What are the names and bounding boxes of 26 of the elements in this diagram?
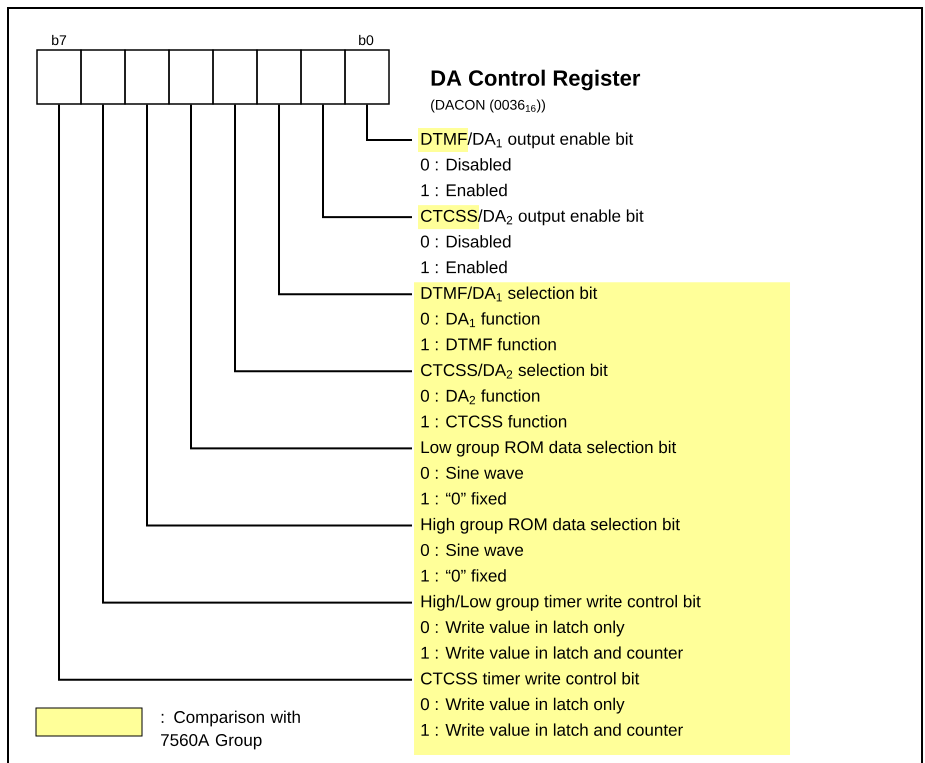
leader-line <box>146 104 412 526</box>
leader-line <box>322 104 412 218</box>
bit-number: b7 <box>52 34 66 46</box>
bit-description: Low group ROM data selection bit 0 : Sine wave 1 : “0” fixed <box>420 440 676 505</box>
bit-cell <box>80 49 126 105</box>
title: DA Control Register <box>432 70 640 90</box>
leader-line <box>190 104 412 450</box>
bit-cell <box>300 49 346 105</box>
leader-line <box>366 104 412 141</box>
leader-line <box>102 104 412 604</box>
bit-cell <box>124 49 170 105</box>
register-address: (DACON (0036$_{16}$)) <box>431 99 545 113</box>
bit-cell <box>212 49 258 105</box>
legend-text: : Comparison with 7560A Group <box>161 710 300 750</box>
bit-description: High/Low group timer write control bit 0 : Write value in latch only 1 : Write value in latch and counter <box>420 594 701 659</box>
bit-cell <box>168 49 214 105</box>
bit-description: High group ROM data selection bit 0 : Sine wave 1 : “0” fixed <box>420 518 680 582</box>
leader-line <box>234 104 412 372</box>
bit-cell <box>36 49 82 105</box>
bit-description: CTCSS timer write control bit 0 : Write value in latch only 1 : Write value in latch and counter <box>420 672 683 736</box>
bit-number: b0 <box>359 34 374 46</box>
bit-cell <box>344 49 390 105</box>
leader-line <box>58 104 412 681</box>
bit-cell <box>256 49 302 105</box>
leader-line <box>278 104 412 296</box>
bit-description: CTCSS/DA$_{2}$ selection bit 0 : DA$_{2}$ function 1 : CTCSS function <box>420 364 608 428</box>
